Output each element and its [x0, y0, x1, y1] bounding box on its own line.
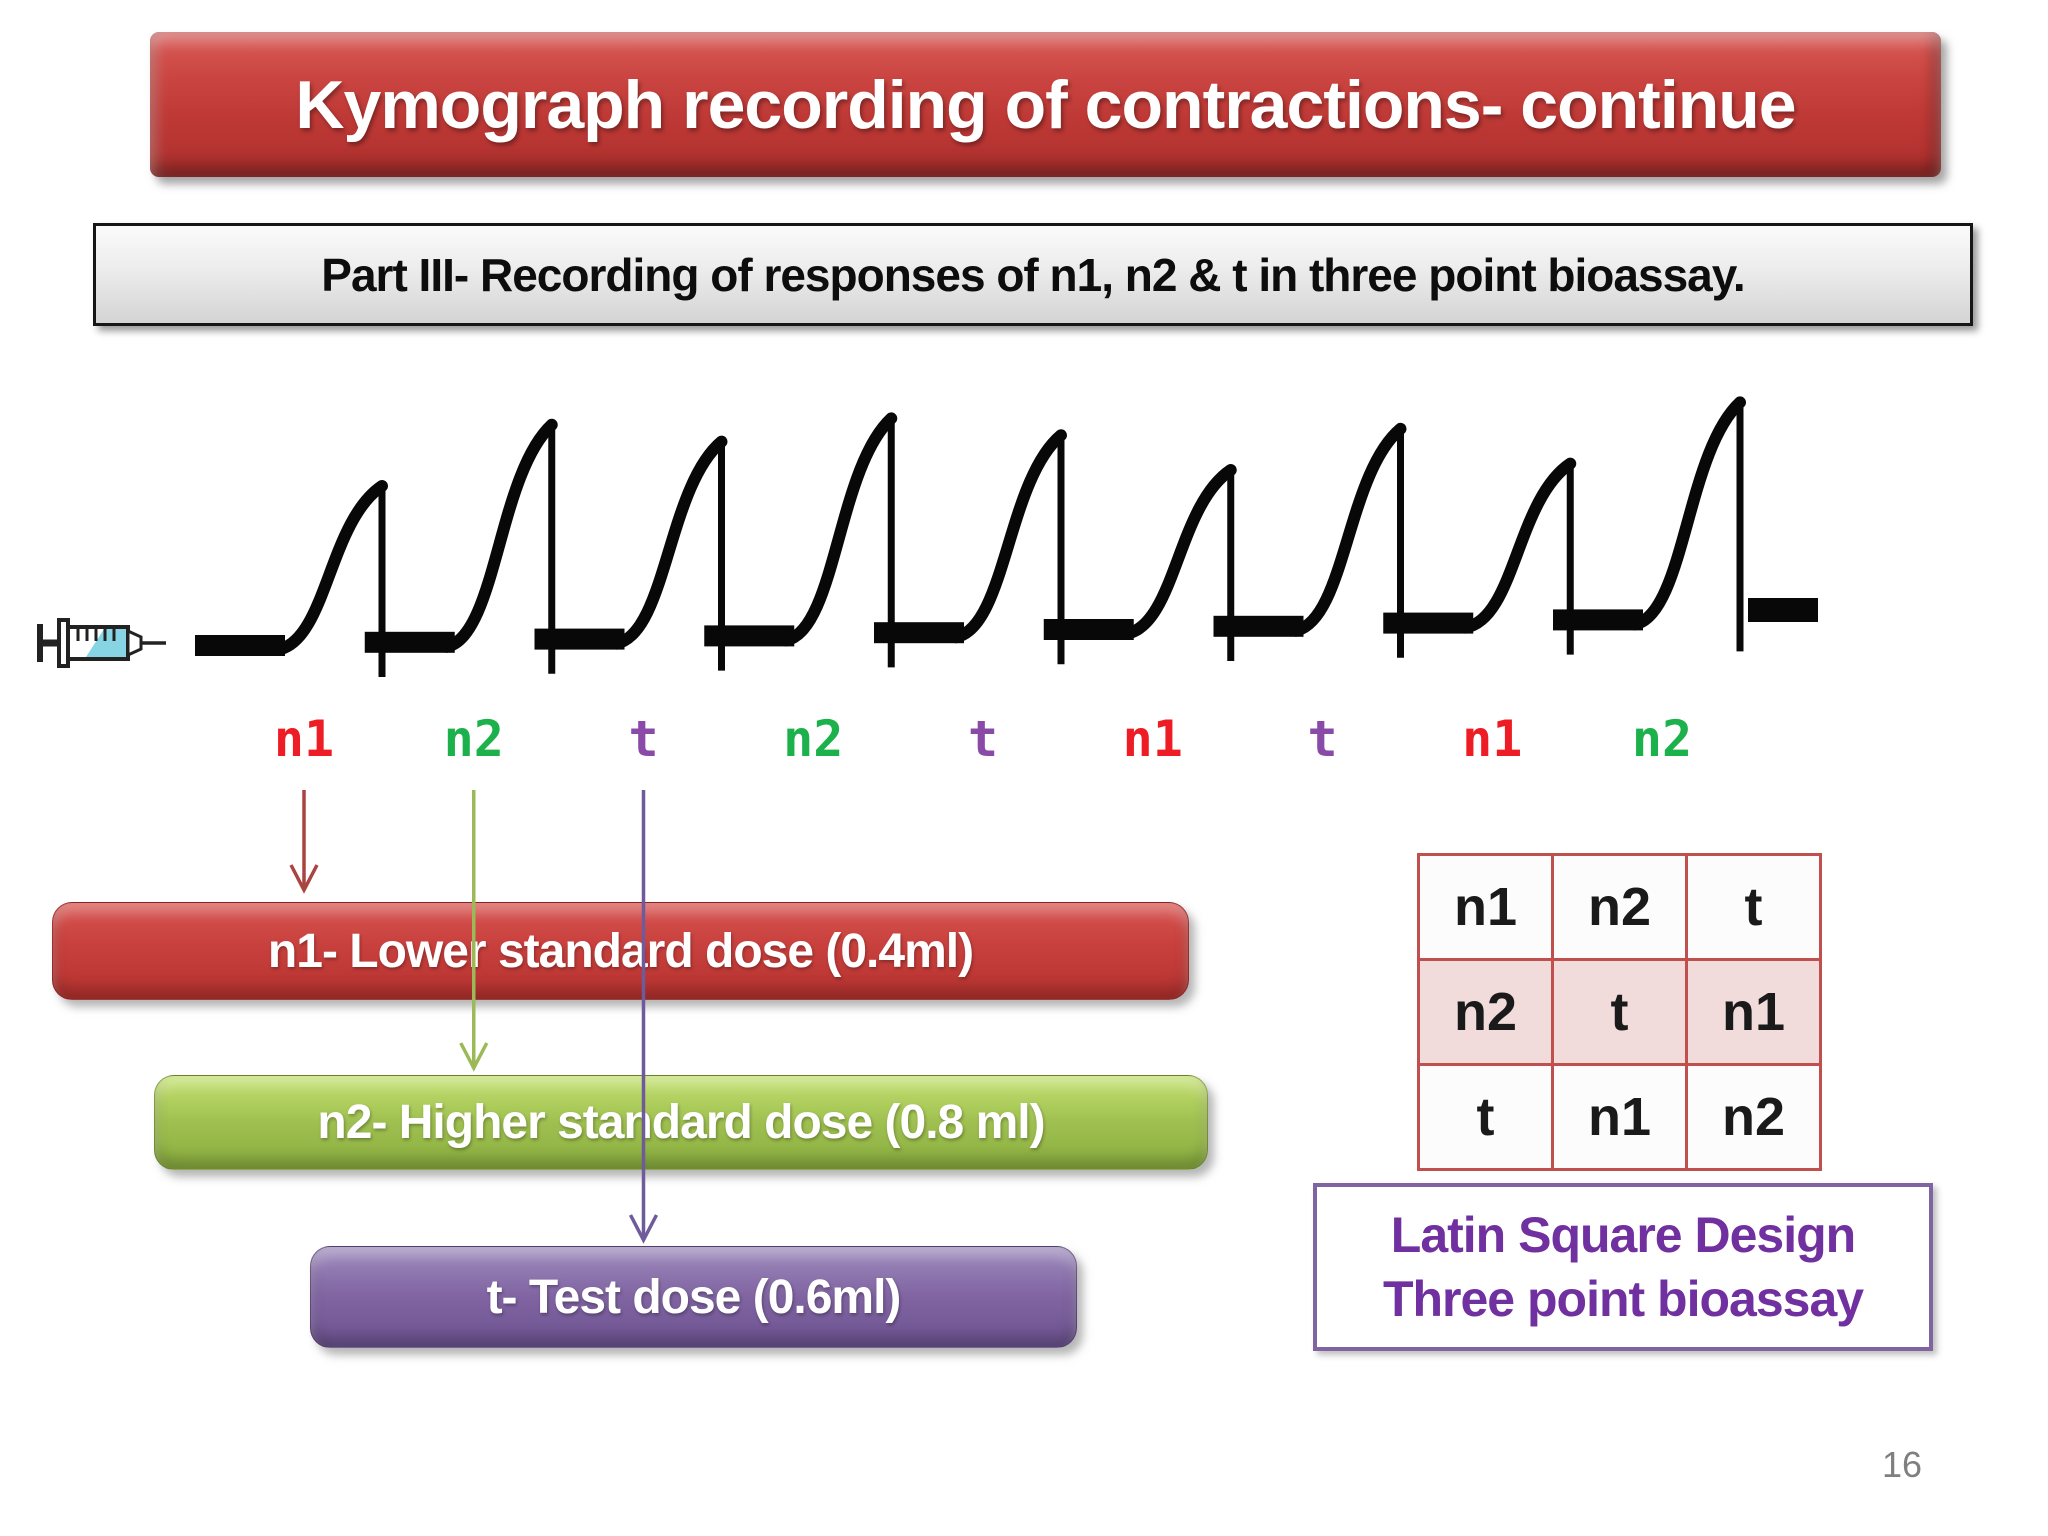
trace-label-t: t	[1307, 710, 1337, 768]
trace-label-t: t	[968, 710, 998, 768]
dose-box-n2-label: n2- Higher standard dose (0.8 ml)	[317, 1096, 1045, 1149]
dose-arrowhead-t	[628, 1214, 659, 1244]
trace-baseline	[534, 628, 625, 650]
dose-box-t-label: t- Test dose (0.6ml)	[486, 1270, 902, 1324]
trace-label-n2: n2	[444, 710, 504, 768]
trace-baseline	[195, 635, 285, 656]
latin-square-cell-n1: n1	[1685, 958, 1822, 1066]
trace-baseline	[1213, 615, 1304, 637]
trace-label-n2: n2	[783, 710, 843, 768]
subtitle-box: Part III- Recording of responses of n1, …	[93, 223, 1973, 326]
title-banner: Kymograph recording of contractions- con…	[150, 32, 1941, 177]
dose-box-t: t- Test dose (0.6ml)	[310, 1246, 1077, 1348]
latin-square-cell-n1: n1	[1551, 1063, 1688, 1171]
latin-square-cell-t: t	[1417, 1063, 1554, 1171]
trace-label-n1: n1	[1123, 710, 1183, 768]
trace-rise	[1459, 457, 1577, 634]
dose-box-n1-label: n1- Lower standard dose (0.4ml)	[267, 924, 974, 978]
dose-arrowhead-n2	[459, 1042, 489, 1072]
trace-baseline	[874, 622, 964, 644]
latin-square-cell-n2: n2	[1685, 1063, 1822, 1171]
trace-baseline	[704, 625, 795, 647]
latin-square-cell-n1: n1	[1417, 853, 1554, 961]
trace-baseline	[1748, 598, 1818, 622]
trace-baseline	[1043, 619, 1134, 640]
trace-label-t: t	[628, 710, 658, 768]
trace-rise	[950, 429, 1067, 644]
trace-rise	[1629, 396, 1746, 631]
latin-caption-box: Latin Square Design Three point bioassay	[1313, 1183, 1933, 1351]
latin-square-cell-n2: n2	[1417, 958, 1554, 1066]
dose-arrowhead-n1	[289, 864, 319, 894]
latin-caption-line2: Three point bioassay	[1382, 1271, 1864, 1327]
trace-baseline	[1553, 609, 1643, 631]
subtitle-text: Part III- Recording of responses of n1, …	[321, 248, 1745, 301]
trace-rise	[271, 480, 388, 656]
latin-square-cell-t: t	[1685, 853, 1822, 961]
latin-square-cell-n2: n2	[1551, 853, 1688, 961]
latin-caption-line1: Latin Square Design	[1390, 1207, 1856, 1263]
trace-label-n1: n1	[274, 710, 334, 768]
dose-box-n2: n2- Higher standard dose (0.8 ml)	[154, 1075, 1208, 1170]
latin-square-cell-t: t	[1551, 958, 1688, 1066]
dose-box-n1: n1- Lower standard dose (0.4ml)	[52, 902, 1189, 1000]
trace-baseline	[1383, 612, 1474, 634]
trace-rise	[1289, 422, 1407, 637]
trace-baseline	[364, 631, 455, 653]
trace-rise	[1119, 464, 1237, 640]
page-title: Kymograph recording of contractions- con…	[295, 66, 1796, 143]
trace-rise	[440, 418, 558, 653]
trace-label-n2: n2	[1632, 710, 1692, 768]
trace-label-n1: n1	[1462, 710, 1522, 768]
trace-rise	[780, 412, 898, 647]
page-number: 16	[1882, 1444, 1923, 1485]
syringe-icon	[37, 618, 166, 668]
trace-rise	[610, 435, 728, 650]
